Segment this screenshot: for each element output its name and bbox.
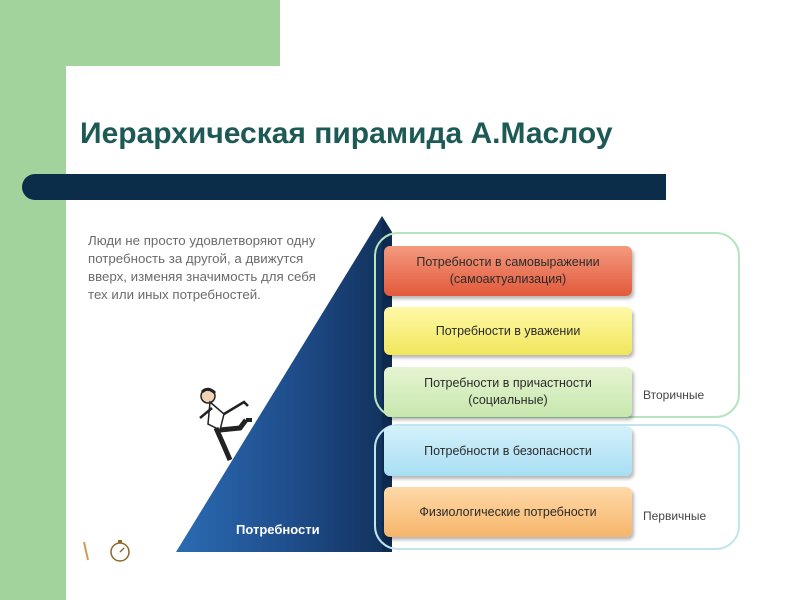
primary-group-label: Первичные xyxy=(643,509,707,523)
primary-needs-bracket xyxy=(374,424,740,550)
level-label: Потребности в самовыражении (самоактуали… xyxy=(416,255,600,286)
stopwatch-icon xyxy=(83,540,130,562)
background-accent-top xyxy=(0,0,280,66)
pyramid-base-label: Потребности xyxy=(236,522,320,537)
title-underline-bar xyxy=(22,174,666,200)
level-belonging: Потребности в причастности (социальные) xyxy=(384,367,632,417)
level-label: Физиологические потребности xyxy=(419,504,597,519)
secondary-needs-bracket xyxy=(374,232,740,418)
climbing-man-icon xyxy=(199,387,252,461)
pyramid-triangle xyxy=(176,216,382,552)
level-safety: Потребности в безопасности xyxy=(384,426,632,476)
background-accent-left xyxy=(0,0,66,600)
slide-title: Иерархическая пирамида А.Маслоу xyxy=(80,117,613,150)
level-esteem: Потребности в уважении xyxy=(384,307,632,355)
level-self-actualization: Потребности в самовыражении (самоактуали… xyxy=(384,246,632,296)
level-physiological: Физиологические потребности xyxy=(384,487,632,537)
level-label: Потребности в уважении xyxy=(435,323,581,338)
caption-text: Люди не просто удовлетворяют одну потреб… xyxy=(88,233,316,302)
level-label: Потребности в причастности (социальные) xyxy=(424,376,592,407)
secondary-group-label: Вторичные xyxy=(643,388,705,402)
level-label: Потребности в безопасности xyxy=(424,443,592,458)
